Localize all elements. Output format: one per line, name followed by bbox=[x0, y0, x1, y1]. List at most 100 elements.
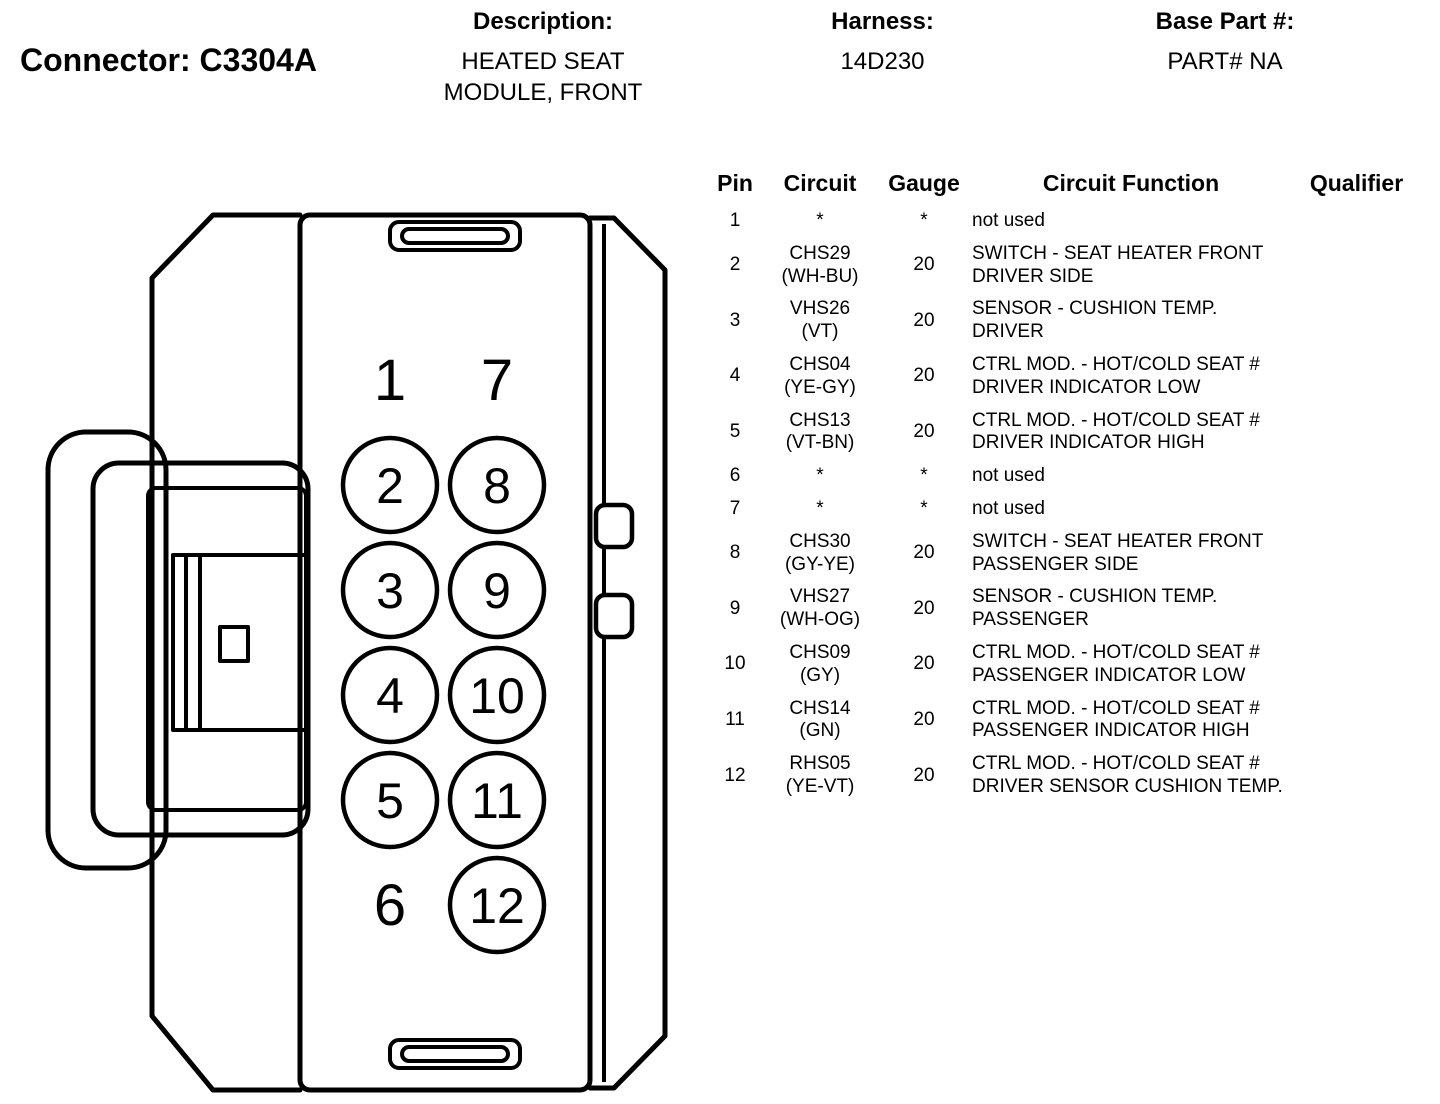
cell-pin: 2 bbox=[729, 254, 741, 276]
circuit-color: (WH-OG) bbox=[779, 609, 861, 631]
circuit-code: * bbox=[816, 210, 824, 231]
column-header-circuit: Circuit bbox=[783, 170, 857, 196]
top-tab-slot bbox=[400, 227, 510, 245]
cell-circuit: VHS27(WH-OG) bbox=[762, 581, 878, 637]
pin-circle-3 bbox=[340, 540, 440, 640]
circuit-code: * bbox=[816, 465, 824, 487]
latch-outline bbox=[45, 429, 169, 871]
circuit-code: CHS29 bbox=[789, 242, 851, 264]
pin-circle-8 bbox=[447, 435, 547, 535]
cell-pin: 1 bbox=[729, 210, 741, 231]
circuit-code: RHS05 bbox=[789, 753, 851, 775]
cell-circuit-function: CTRL MOD. - HOT/COLD SEAT # DRIVER INDIC… bbox=[972, 353, 1260, 398]
cell-gauge: 20 bbox=[913, 653, 935, 675]
cell-circuit-function: CTRL MOD. - HOT/COLD SEAT # PASSENGER IN… bbox=[972, 641, 1260, 686]
pin-number-10: 10 bbox=[469, 668, 525, 724]
harness-block: Harness: 14D230 bbox=[790, 8, 975, 77]
harness-label: Harness: bbox=[831, 8, 934, 35]
pin-circle-9 bbox=[447, 540, 547, 640]
right-strip-outline bbox=[587, 215, 668, 1091]
pin-number-4: 4 bbox=[376, 668, 404, 724]
circuit-color: (VT) bbox=[801, 321, 839, 343]
pin-number-8: 8 bbox=[483, 458, 511, 514]
pin-number-7: 7 bbox=[481, 348, 513, 413]
cell-pin: 7 bbox=[729, 497, 741, 519]
cell-qualifier bbox=[1292, 493, 1421, 526]
cell-gauge: 20 bbox=[913, 542, 935, 564]
base-part-label: Base Part #: bbox=[1155, 8, 1295, 35]
cell-circuit: CHS30(GY-YE) bbox=[762, 526, 878, 582]
cell-qualifier bbox=[1292, 349, 1421, 405]
cell-gauge: 20 bbox=[913, 254, 935, 276]
harness-value: 14D230 bbox=[840, 48, 925, 75]
cell-circuit: * bbox=[762, 460, 878, 493]
base-part-block: Base Part #: PART# NA bbox=[1100, 8, 1350, 77]
pin-number-5: 5 bbox=[376, 773, 404, 829]
cell-circuit: CHS04(YE-GY) bbox=[762, 349, 878, 405]
circuit-code: VHS26 bbox=[789, 298, 851, 320]
column-header-qualifier: Qualifier bbox=[1309, 170, 1404, 196]
cell-pin: 9 bbox=[729, 597, 741, 619]
cell-qualifier bbox=[1292, 238, 1421, 294]
cell-gauge: 20 bbox=[913, 708, 935, 730]
cell-qualifier bbox=[1292, 205, 1421, 238]
pin-number-12: 12 bbox=[469, 878, 525, 934]
pin-number-1: 1 bbox=[374, 348, 406, 413]
pin-circle-2 bbox=[340, 435, 440, 535]
table-row-pin-1: 1**not used bbox=[708, 205, 1421, 238]
cell-circuit-function: SENSOR - CUSHION TEMP. PASSENGER bbox=[972, 586, 1218, 631]
column-header-pin: Pin bbox=[717, 170, 753, 196]
cell-circuit: VHS26(VT) bbox=[762, 293, 878, 349]
cell-gauge: * bbox=[920, 497, 928, 519]
cell-circuit: * bbox=[762, 205, 878, 238]
comb-key bbox=[218, 625, 250, 663]
circuit-code: CHS30 bbox=[789, 530, 851, 552]
column-header-circuit-function: Circuit Function bbox=[1042, 170, 1220, 196]
circuit-code: CHS04 bbox=[789, 353, 851, 375]
circuit-code: CHS13 bbox=[789, 409, 851, 431]
cell-qualifier bbox=[1292, 460, 1421, 493]
cell-pin: 3 bbox=[729, 309, 741, 331]
circuit-code: * bbox=[816, 497, 824, 519]
circuit-code: VHS27 bbox=[789, 586, 851, 608]
circuit-color: (YE-VT) bbox=[785, 775, 855, 797]
cell-qualifier bbox=[1292, 748, 1421, 804]
cell-circuit-function: CTRL MOD. - HOT/COLD SEAT # DRIVER SENSO… bbox=[972, 753, 1283, 797]
cell-gauge: * bbox=[920, 210, 928, 231]
cell-circuit-function: not used bbox=[972, 465, 1045, 487]
pin-number-2: 2 bbox=[376, 458, 404, 514]
cell-pin: 5 bbox=[729, 420, 741, 442]
cell-qualifier bbox=[1292, 293, 1421, 349]
cell-circuit: RHS05(YE-VT) bbox=[762, 748, 878, 804]
circuit-color: (GN) bbox=[799, 720, 841, 742]
pin-circle-10 bbox=[447, 645, 547, 745]
circuit-color: (GY-YE) bbox=[784, 553, 856, 575]
table-row-pin-7: 7**not used bbox=[708, 493, 1421, 526]
cell-circuit: * bbox=[762, 493, 878, 526]
circuit-color: (GY) bbox=[799, 664, 841, 686]
cell-pin: 4 bbox=[729, 365, 741, 387]
right-bump bbox=[593, 592, 635, 640]
comb-frame bbox=[171, 553, 308, 732]
pin-number-11: 11 bbox=[471, 773, 523, 829]
cell-pin: 6 bbox=[729, 465, 741, 487]
cell-gauge: 20 bbox=[913, 309, 935, 331]
circuit-code: CHS09 bbox=[789, 641, 851, 663]
cell-gauge: 20 bbox=[913, 764, 935, 786]
cell-pin: 8 bbox=[729, 542, 741, 564]
pin-number-3: 3 bbox=[376, 563, 404, 619]
base-part-value: PART# NA bbox=[1167, 48, 1283, 75]
top-tab bbox=[388, 220, 522, 252]
cell-circuit: CHS13(VT-BN) bbox=[762, 405, 878, 461]
circuit-color: (VT-BN) bbox=[785, 432, 855, 454]
cell-circuit-function: SWITCH - SEAT HEATER FRONT PASSENGER SID… bbox=[972, 530, 1263, 575]
cell-qualifier bbox=[1292, 526, 1421, 582]
